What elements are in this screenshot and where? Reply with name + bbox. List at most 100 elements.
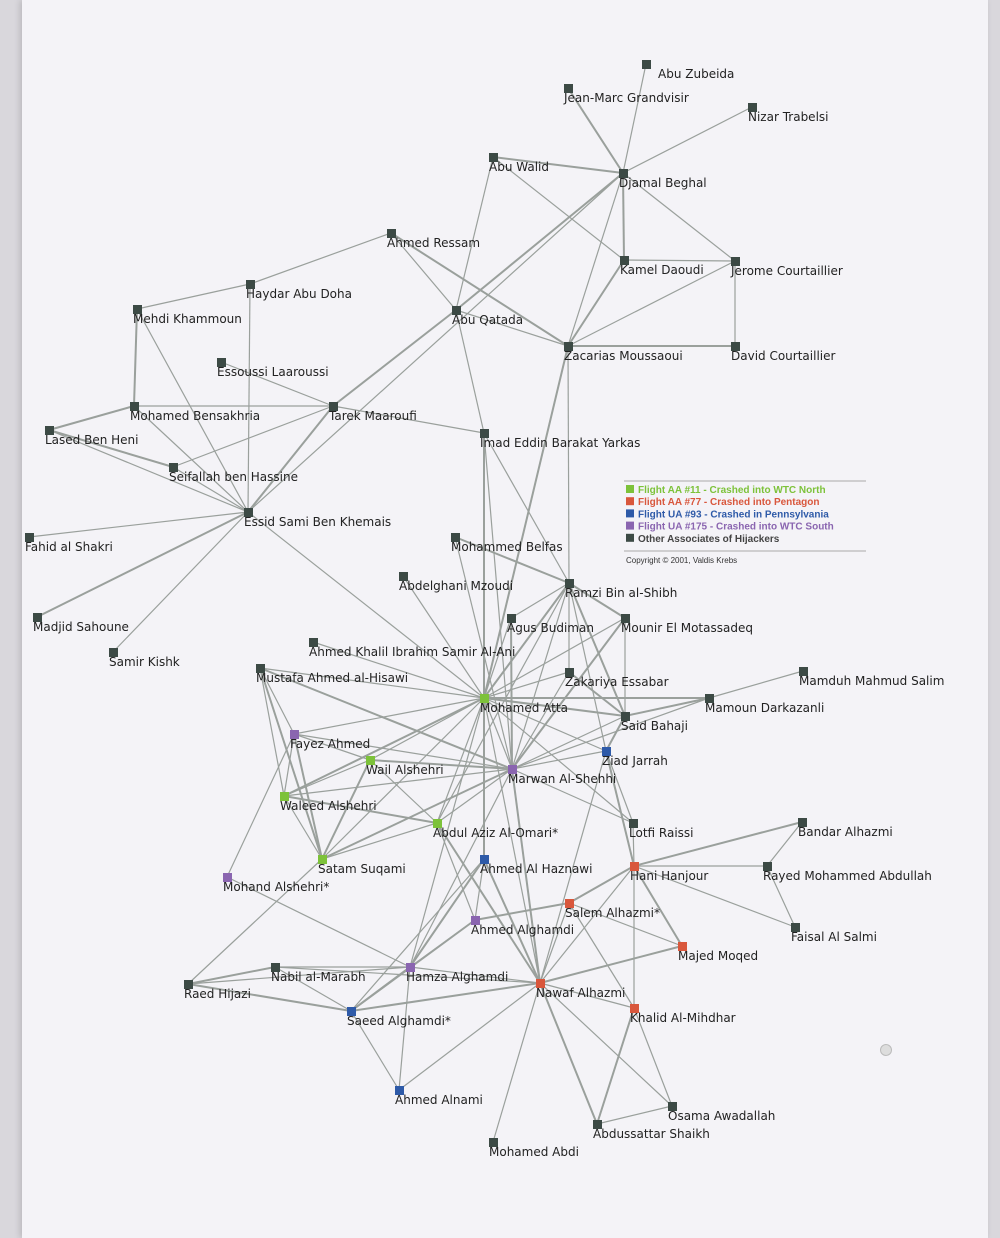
node-ramzi [565,579,574,588]
legend-label-flight_ua93: Flight UA #93 - Crashed in Pennsylvania [638,509,829,520]
node-hanjour [630,862,639,871]
edge-salem-nawaf [539,902,570,984]
edge-djamal-kamel [622,172,625,261]
legend-swatch-flight_ua175 [626,521,634,530]
edge-essid-atta [247,511,485,699]
node-haznawi [480,855,489,864]
edge-omari-nawaf [436,822,541,984]
node-abu_zubeida [642,60,651,69]
edge-atta-satam [321,697,485,860]
node-label-lased: Lased Ben Heni [45,433,139,447]
edge-mehdi-essid [136,308,249,513]
edge-jarrah-nawaf [539,750,607,984]
node-mihdhar [630,1004,639,1013]
node-label-jean_marc: Jean-Marc Grandvisir [563,91,689,105]
node-shaikh [593,1120,602,1129]
node-zacarias [564,342,573,351]
edge-lased-essid [48,429,249,513]
edge-ramzi-marwan [511,582,570,770]
node-label-rayed: Rayed Mohammed Abdullah [763,869,932,883]
legend-swatch-other [626,533,634,542]
edge-marwan-waleed [283,768,513,797]
node-mehdi [133,305,142,314]
node-abdi [489,1138,498,1147]
edge-essid-fahid [28,511,249,538]
edge-abu_walid-kamel [492,156,625,261]
node-lotfi [629,819,638,828]
edge-essid-madjid [36,511,249,618]
edge-mamoun-bahaji [624,697,710,717]
node-label-nabil: Nabil al-Marabh [271,970,366,984]
node-mzoudi [399,572,408,581]
edge-bandar-rayed [766,821,803,867]
edge-salem-majed [568,902,683,947]
edge-abu_qatada-imad [455,309,485,434]
node-label-osama_a: Osama Awadallah [668,1109,775,1123]
node-kamel [620,256,629,265]
edge-tarek-seifallah [172,405,334,468]
edge-hisawi-satam [259,667,323,860]
node-label-zakariya: Zakariya Essabar [565,675,669,689]
edge-haydar-essid [247,283,251,513]
edge-hanjour-majed [633,865,683,947]
edge-majed-nawaf [539,945,683,984]
node-label-fahid: Fahid al Shakri [25,540,113,554]
node-abu_walid [489,153,498,162]
edge-essid-samir [112,511,249,653]
node-faisal [791,923,800,932]
edge-imad-ramzi [483,432,570,584]
edge-atta-fayez [293,697,485,735]
node-label-mounir: Mounir El Motassadeq [621,621,753,635]
edge-zacarias-atta [483,345,569,699]
edge-bahaji-marwan [511,715,626,770]
node-label-jarrah: Ziad Jarrah [602,754,668,768]
edge-nabil-nawaf [274,966,541,984]
edge-marwan-jarrah [511,750,607,770]
node-label-omari: Abdul Aziz Al-Omari* [433,826,558,840]
edge-osama_a-shaikh [596,1105,673,1125]
node-label-ahmed_ressam: Ahmed Ressam [387,236,480,250]
node-david [731,342,740,351]
edge-zakariya-atta [483,671,570,699]
edge-haznawi-ahmed_ghamdi [474,858,485,921]
node-label-mamduh: Mamduh Mahmud Salim [799,674,944,688]
node-label-lotfi: Lotfi Raissi [629,826,694,840]
node-jerome [731,257,740,266]
edge-nawaf-saeed [350,982,541,1012]
edge-hisawi-waleed [259,667,285,797]
edge-ramzi-agus [510,582,570,619]
node-imad [480,429,489,438]
node-atta [480,694,489,703]
edge-kamel-zacarias [567,259,625,347]
edge-hanjour-salem [568,865,635,904]
node-essid [244,508,253,517]
edge-ahmed_ressam-abu_qatada [390,232,457,311]
edge-zakariya-marwan [511,671,570,770]
edge-mounir-marwan [511,617,626,770]
edge-nawaf-abdi [492,982,541,1143]
edge-bahaji-jarrah [605,715,626,752]
node-seifallah [169,463,178,472]
node-label-mzoudi: Abdelghani Mzoudi [399,579,513,593]
node-omari [433,819,442,828]
edge-mzoudi-atta [402,575,485,699]
edge-imad-marwan [483,432,513,770]
node-label-djamal: Djamal Beghal [619,176,707,190]
edge-nabil-raed [187,966,276,985]
edge-hamza-alnami [398,966,411,1091]
node-label-nizar: Nizar Trabelsi [748,110,828,124]
edge-nawaf-alnami [398,982,541,1091]
node-label-imad: Imad Eddin Barakat Yarkas [480,436,640,450]
node-label-abu_qatada: Abu Qatada [452,313,523,327]
edge-marwan-satam [321,768,513,860]
edge-marwan-lotfi [511,768,634,824]
edge-marwan-nawaf [511,768,541,984]
node-nabil [271,963,280,972]
edge-rayed-faisal [766,865,796,928]
node-saeed [347,1007,356,1016]
node-label-haznawi: Ahmed Al Haznawi [480,862,592,876]
node-nawaf [536,979,545,988]
edge-haznawi-saeed [350,858,485,1012]
edge-seifallah-essid [172,466,249,513]
